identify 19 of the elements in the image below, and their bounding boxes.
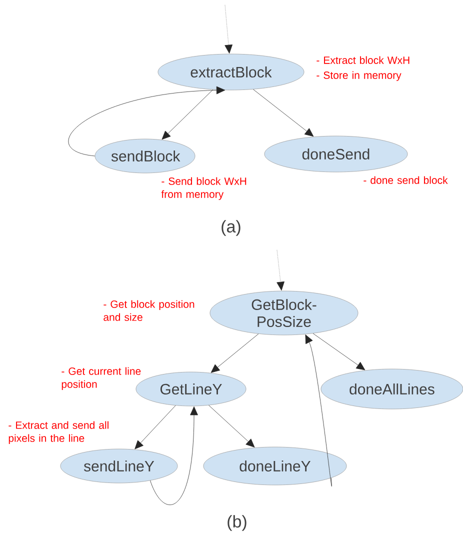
note-text: - Store in memory [316,71,402,81]
arrow [162,89,214,140]
arrow [276,250,284,291]
note-text: - Extract and send all pixels in the line [8,421,108,444]
note-text: - Send block WxH from memory [161,177,246,200]
arrow [208,405,255,448]
note-text: - Extract block WxH [316,56,410,64]
caption-label: (a) [222,220,240,236]
note-text: - done send block [364,176,448,184]
arrow [68,86,226,156]
caption-label: (b) [228,515,246,531]
arrow [134,405,176,450]
arrow [210,334,259,373]
note-text: - Get block position and size [104,300,194,321]
arrow [312,333,366,370]
arrow [224,4,232,54]
arrow [253,89,314,137]
arrow [305,334,332,486]
arrow [150,406,198,505]
